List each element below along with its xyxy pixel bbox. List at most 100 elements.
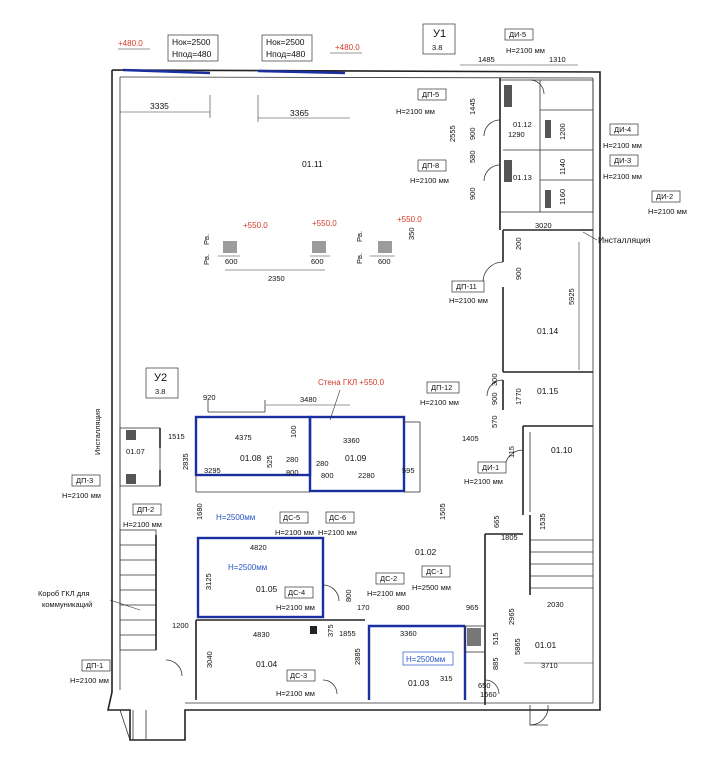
dim-4830: 4830 <box>253 630 270 639</box>
dim-3125: 3125 <box>204 573 213 590</box>
dim-2965: 2965 <box>507 608 516 625</box>
door-ds3-tag: ДС-3 <box>290 671 307 680</box>
door-dp3-h: Н=2100 мм <box>62 491 101 500</box>
door-di5-tag: ДИ-5 <box>509 30 526 39</box>
height-2500-0103: Н=2500мм <box>406 655 445 664</box>
door-ds3-h: Н=2100 мм <box>276 689 315 698</box>
note-gkl-box-2: коммуникаций <box>42 600 92 609</box>
dim-1160: 1160 <box>558 189 567 205</box>
dim-800-b: 800 <box>321 471 334 480</box>
dim-1485: 1485 <box>478 55 495 64</box>
dim-3295: 3295 <box>204 466 221 475</box>
dim-2030: 2030 <box>547 600 564 609</box>
dim-280-b: 280 <box>316 459 329 468</box>
dim-100: 100 <box>289 425 298 438</box>
door-ds6-tag: ДС-6 <box>329 513 346 522</box>
room-0112: 01.12 <box>513 120 532 129</box>
stair-right <box>529 515 593 595</box>
svg-text:У2: У2 <box>154 372 167 384</box>
room-0104: 01.04 <box>256 659 278 669</box>
dim-350: 350 <box>407 227 416 240</box>
dim-1660: 1660 <box>480 690 497 699</box>
level-480-left: +480.0 <box>118 39 143 48</box>
door-di3-h: Н=2100 мм <box>603 172 642 181</box>
dim-515: 515 <box>491 632 500 645</box>
dim-2280: 2280 <box>358 471 375 480</box>
axis-u2: У2 3.8 <box>145 367 179 399</box>
note-installation-top: Инсталляция <box>598 235 651 245</box>
rooms-0108-0109 <box>194 400 421 493</box>
dim-800-d: 800 <box>397 603 410 612</box>
dim-1770: 1770 <box>514 388 523 405</box>
door-di4-h: Н=2100 мм <box>603 141 642 150</box>
dim-900-1: 900 <box>468 127 477 140</box>
note-rv-3: Рв. <box>355 231 364 242</box>
outer-walls <box>107 69 601 741</box>
door-dp1-h: Н=2100 мм <box>70 676 109 685</box>
door-dp11-h: Н=2100 мм <box>449 296 488 305</box>
dim-1310: 1310 <box>549 55 566 64</box>
door-dp8-tag: ДП-8 <box>422 161 439 170</box>
dim-170: 170 <box>357 603 370 612</box>
svg-text:3.8: 3.8 <box>155 387 165 396</box>
door-ds6-h: Н=2100 мм <box>318 528 357 537</box>
dim-1290: 1290 <box>508 130 525 139</box>
dim-600-2: 600 <box>311 257 324 266</box>
room-0115: 01.15 <box>537 386 559 396</box>
door-dp5-tag: ДП-5 <box>422 90 439 99</box>
door-di5-h: Н=2100 мм <box>506 46 545 55</box>
dim-375: 375 <box>326 624 335 637</box>
dim-600-1: 600 <box>225 257 238 266</box>
dim-280-a: 280 <box>286 455 299 464</box>
height-2500-0108: Н=2500мм <box>216 513 255 522</box>
note-rv-4: Рв. <box>355 253 364 264</box>
svg-text:У1: У1 <box>433 28 446 40</box>
note-installation-left: Инсталляция <box>93 409 102 455</box>
dim-3360-a: 3360 <box>343 436 360 445</box>
door-di1-h: Н=2100 мм <box>464 477 503 486</box>
room-0108: 01.08 <box>240 453 262 463</box>
note-gkl-box-1: Короб ГКЛ для <box>38 589 90 598</box>
level-550-c: +550.0 <box>397 215 422 224</box>
dim-3335: 3335 <box>150 101 169 111</box>
door-ds1-h: Н=2500 мм <box>412 583 451 592</box>
door-dp12-tag: ДП-12 <box>431 383 452 392</box>
room-0110: 01.10 <box>551 445 573 455</box>
dim-5925: 5925 <box>567 288 576 305</box>
dim-1535: 1535 <box>538 513 547 530</box>
door-di1-tag: ДИ-1 <box>482 463 499 472</box>
door-ds2-h: Н=2100 мм <box>367 589 406 598</box>
dim-1805: 1805 <box>501 533 518 542</box>
door-di2-tag: ДИ-2 <box>656 192 673 201</box>
window-1-nok: Нок=2500 <box>172 37 211 47</box>
note-rv-2: Рв. <box>202 254 211 265</box>
dim-900-4: 900 <box>490 392 499 405</box>
door-dp1-tag: ДП-1 <box>86 661 103 670</box>
rooms-0114-0115 <box>482 229 593 410</box>
dim-1855: 1855 <box>339 629 356 638</box>
window-1-npod: Нпод=480 <box>172 49 212 59</box>
svg-text:3.8: 3.8 <box>432 43 442 52</box>
dim-1140: 1140 <box>558 159 567 175</box>
dim-2835: 2835 <box>181 453 190 470</box>
dim-920: 920 <box>203 393 216 402</box>
dim-200: 200 <box>514 237 523 250</box>
dim-2350: 2350 <box>268 274 285 283</box>
dim-3020: 3020 <box>535 221 552 230</box>
dim-1200: 1200 <box>558 123 567 140</box>
wall-gkl-label: Стена ГКЛ +550.0 <box>318 378 385 387</box>
dim-1515: 1515 <box>168 432 185 441</box>
door-ds4-tag: ДС-4 <box>288 588 305 597</box>
dim-900-2: 900 <box>468 187 477 200</box>
dim-115: 115 <box>507 446 516 458</box>
window-right <box>257 69 346 75</box>
window-2-nok: Нок=2500 <box>266 37 305 47</box>
room-0107-block <box>119 427 161 487</box>
door-dp8-h: Н=2100 мм <box>410 176 449 185</box>
height-2500-0105: Н=2500мм <box>228 563 267 572</box>
dim-3360-b: 3360 <box>400 629 417 638</box>
dim-4375: 4375 <box>235 433 252 442</box>
door-ds4-h: Н=2100 мм <box>276 603 315 612</box>
dim-525: 525 <box>265 455 274 468</box>
dim-300: 300 <box>490 373 499 386</box>
